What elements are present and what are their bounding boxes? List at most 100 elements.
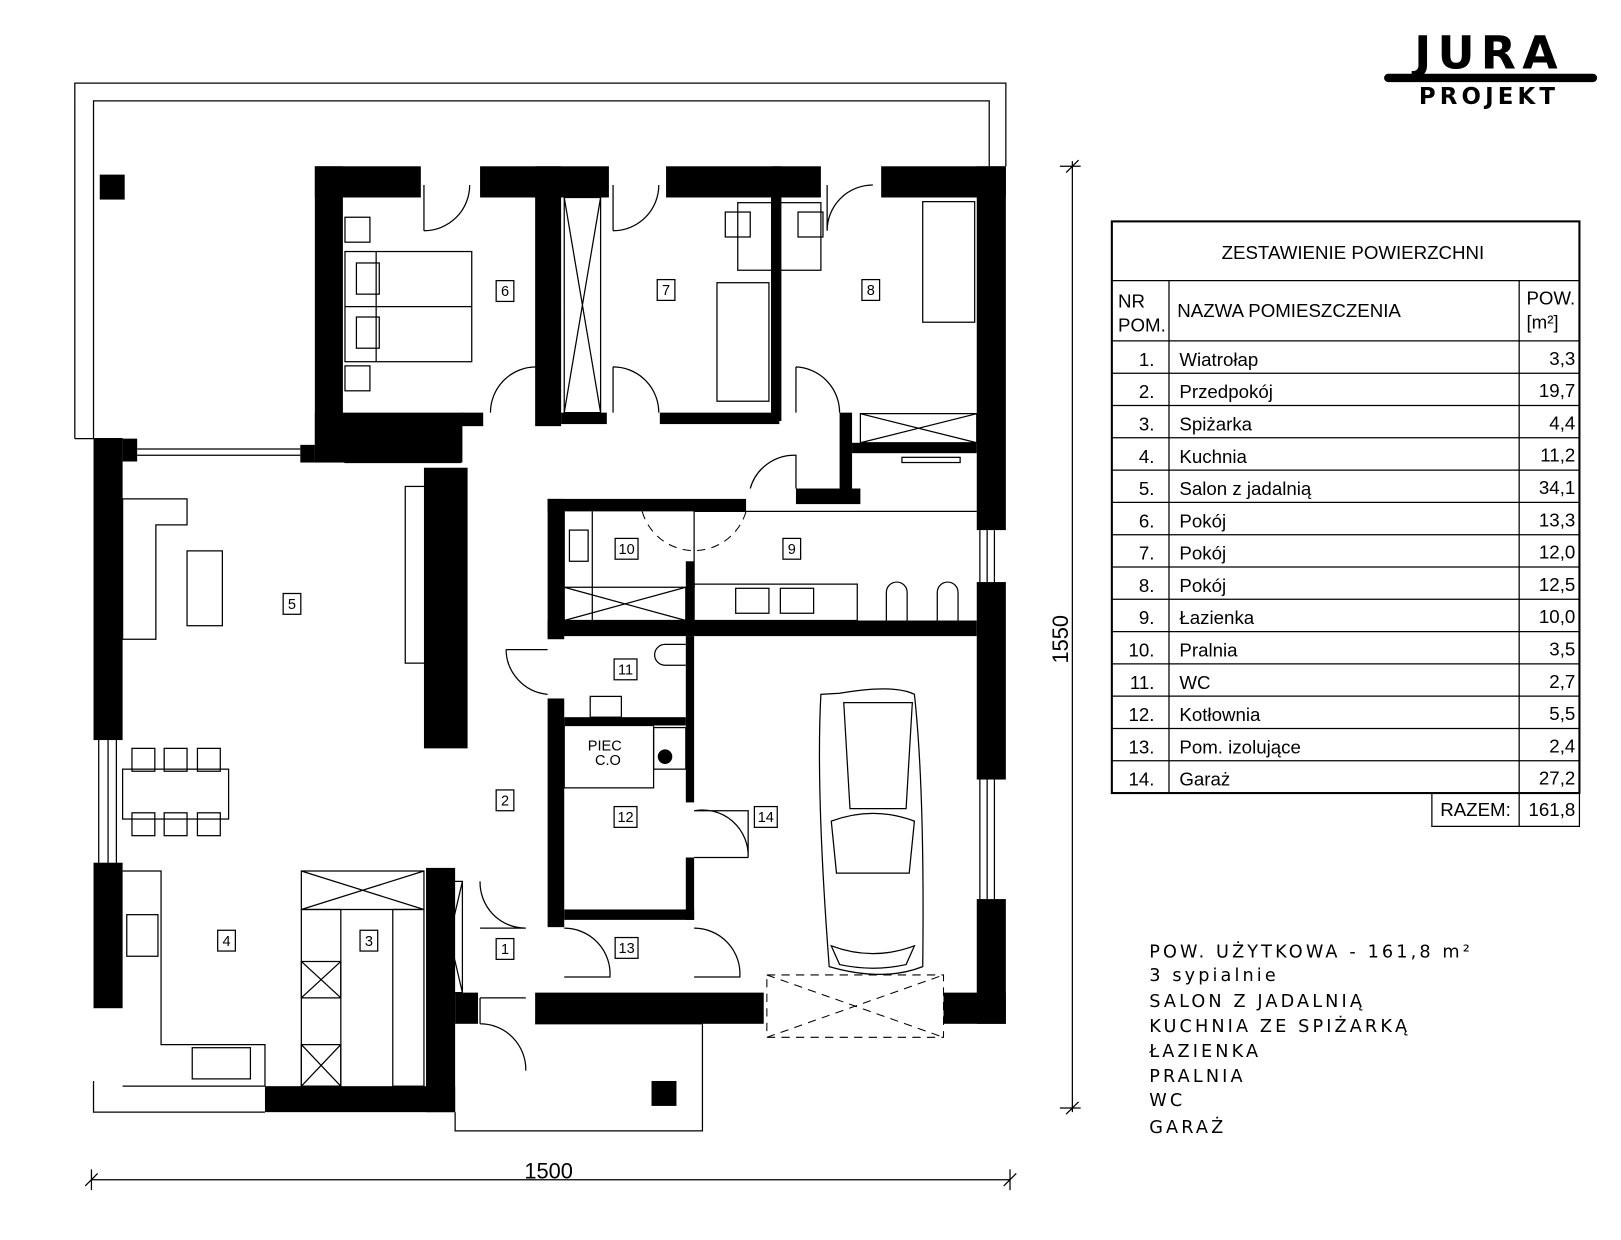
row-nr: 4. (1139, 446, 1155, 467)
boiler-label-2: C.O (595, 753, 621, 769)
room-number-label: 7 (662, 283, 670, 299)
row-name: Pokój (1179, 543, 1226, 564)
table-row: 8. Pokój 12,5 (1111, 566, 1580, 596)
room-number-box (614, 936, 639, 959)
table-row: 10. Pralnia 3,5 (1111, 630, 1580, 661)
note-line: 3 sypialnie (1149, 966, 1279, 986)
dimension-width: 1500 (84, 1159, 1017, 1191)
room-number-box (217, 929, 236, 952)
logo-bottom-text: PROJEKT (1419, 84, 1559, 110)
row-name: Wiatrołap (1179, 349, 1258, 370)
room-number-label: 13 (618, 941, 634, 957)
row-area: 5,5 (1549, 703, 1575, 724)
room-number-label: 5 (288, 597, 296, 613)
note-line: GARAŻ (1149, 1117, 1226, 1138)
row-nr: 10. (1128, 640, 1154, 661)
room-number-box (495, 937, 515, 960)
row-area: 3,5 (1549, 638, 1575, 659)
room-number-box (613, 805, 638, 828)
row-area: 27,2 (1539, 768, 1575, 789)
column (99, 174, 125, 200)
table-rows: 1. Wiatrołap 3,3 2. Przedpokój 19,7 3. Spiżarka… (1111, 348, 1580, 790)
row-name: Pralnia (1179, 640, 1238, 661)
row-area: 19,7 (1539, 380, 1575, 401)
dimension-height: 1550 (1048, 159, 1081, 1115)
row-area: 12,0 (1539, 542, 1575, 563)
boiler-label: PIEC (588, 738, 622, 754)
table-row: 7. Pokój 12,0 (1111, 534, 1580, 564)
room-number-label: 4 (222, 934, 230, 950)
row-area: 10,0 (1539, 606, 1575, 627)
room-number-label: 2 (501, 794, 509, 810)
row-name: Łazienka (1179, 607, 1254, 628)
room-number-box (861, 278, 881, 302)
row-name: Pokój (1179, 510, 1226, 531)
room-number-label: 3 (365, 934, 373, 950)
column (651, 1080, 677, 1106)
room-number-box (656, 278, 676, 302)
logo-bar (1384, 73, 1598, 83)
width-dimension-label: 1500 (524, 1159, 573, 1184)
jura-projekt-logo: JURA PROJEKT (1384, 27, 1598, 110)
row-name: Pom. izolujące (1179, 736, 1301, 757)
kitchen-outline (92, 1080, 265, 1113)
row-nr: 2. (1139, 381, 1155, 402)
note-line: PRALNIA (1149, 1067, 1245, 1087)
header-name: NAZWA POMIESZCZENIA (1177, 300, 1401, 321)
note-line: SALON Z JADALNIĄ (1149, 992, 1365, 1012)
row-nr: 5. (1139, 478, 1155, 499)
room-number-box (613, 658, 638, 681)
row-area: 2,4 (1549, 735, 1575, 756)
row-area: 13,3 (1539, 509, 1575, 530)
header-area: POW. (1526, 288, 1575, 309)
row-name: Kuchnia (1179, 446, 1247, 467)
row-name: Garaż (1179, 769, 1230, 790)
row-nr: 7. (1139, 543, 1155, 564)
room-number-box (359, 929, 379, 952)
row-area: 2,7 (1549, 671, 1575, 692)
row-area: 4,4 (1549, 412, 1575, 433)
header-area-unit: [m²] (1526, 311, 1558, 332)
table-row: 2. Przedpokój 19,7 (1111, 372, 1580, 402)
summary-notes: POW. UŻYTKOWA - 161,8 m²3 sypialnieSALON… (1148, 941, 1470, 1138)
height-dimension-label: 1550 (1048, 615, 1073, 664)
row-area: 11,2 (1540, 445, 1575, 466)
row-area: 34,1 (1539, 477, 1575, 498)
header-nr-2: POM. (1118, 315, 1166, 336)
logo-top-text: JURA (1411, 27, 1564, 80)
room-number-label: 14 (758, 810, 774, 826)
note-line: ŁAZIENKA (1148, 1042, 1261, 1062)
row-nr: 3. (1139, 413, 1155, 434)
doors (423, 184, 945, 1071)
room-number-label: 6 (501, 284, 509, 300)
row-nr: 8. (1139, 575, 1155, 596)
table-row: 14. Garaż 27,2 (1111, 760, 1580, 790)
room-number-box (282, 592, 302, 615)
room-number-box (782, 537, 802, 560)
row-nr: 14. (1128, 769, 1154, 790)
table-title: ZESTAWIENIE POWIERZCHNI (1222, 242, 1485, 263)
row-name: Przedpokój (1179, 381, 1272, 402)
room-number-label: 1 (501, 942, 509, 958)
header-nr: NR (1118, 291, 1145, 312)
row-area: 3,3 (1549, 348, 1575, 369)
row-name: WC (1179, 672, 1210, 693)
room-number-label: 10 (618, 542, 634, 558)
walls (93, 166, 1006, 1113)
table-row: 1. Wiatrołap 3,3 (1139, 348, 1575, 370)
windows (98, 448, 996, 900)
room-number-box (495, 280, 515, 303)
car-icon (818, 688, 924, 976)
row-name: Pokój (1179, 575, 1226, 596)
furniture (121, 196, 978, 1087)
row-area: 12,5 (1539, 574, 1575, 595)
row-name: Spiżarka (1179, 413, 1252, 434)
row-nr: 1. (1139, 349, 1155, 370)
